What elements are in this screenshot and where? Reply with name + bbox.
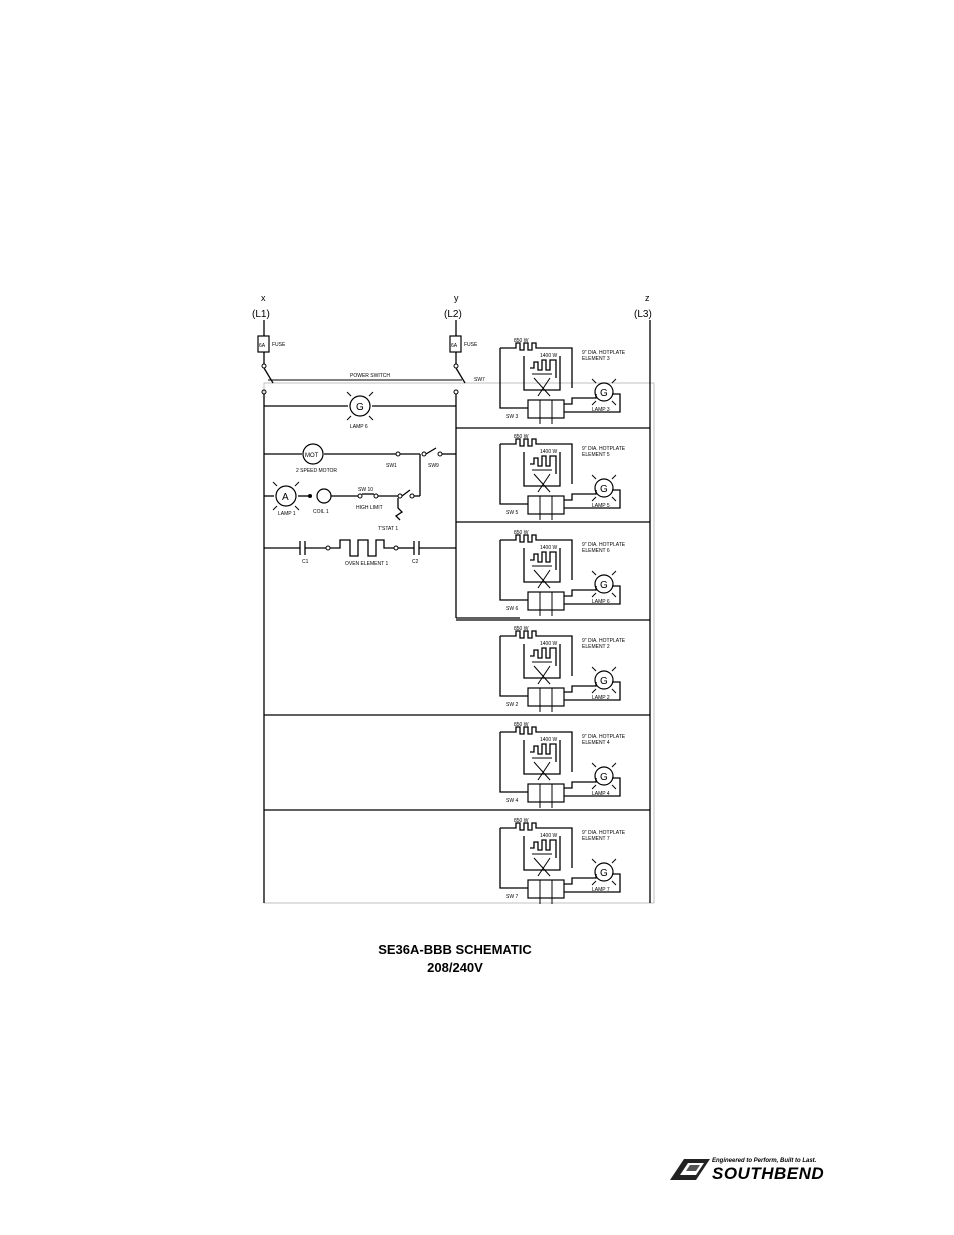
hotplate-lamp-label-5: LAMP 4 xyxy=(592,791,610,797)
hotplate-watts-a-4: 850 W xyxy=(514,626,529,632)
hotplate-switch-4 xyxy=(527,687,565,707)
c2-label: C2 xyxy=(412,559,419,565)
hotplate-lamp-label-4: LAMP 2 xyxy=(592,695,610,701)
line-y-letter: y xyxy=(454,293,459,303)
svg-text:G: G xyxy=(600,868,608,879)
hotplate-switch-label-3: SW 6 xyxy=(506,606,518,612)
hotplate-watts-b-3: 1400 W xyxy=(540,545,558,551)
hotplate-title-2: 9" DIA. HOTPLATE xyxy=(582,446,626,452)
motor-label: 2 SPEED MOTOR xyxy=(296,468,337,474)
svg-text:G: G xyxy=(600,580,608,591)
coil-1-symbol xyxy=(316,488,332,504)
hotplate-lamp-4-icon: G xyxy=(591,666,617,694)
hotplate-title-1: 9" DIA. HOTPLATE xyxy=(582,350,626,356)
hotplate-switch-label-2: SW 5 xyxy=(506,510,518,516)
fuse-l1-value: 6A xyxy=(259,343,266,349)
hotplate-lamp-label-1: LAMP 3 xyxy=(592,407,610,413)
hotplate-lamp-6-icon: G xyxy=(591,858,617,886)
svg-text:MOT: MOT xyxy=(305,453,319,459)
lamp-6-label: LAMP 6 xyxy=(350,424,368,430)
hotplate-watts-a-5: 850 W xyxy=(514,722,529,728)
hotplate-lamp-5-icon: G xyxy=(591,762,617,790)
hotplate-watts-b-5: 1400 W xyxy=(540,737,558,743)
hotplate-switch-label-5: SW 4 xyxy=(506,798,518,804)
hotplate-switch-3 xyxy=(527,591,565,611)
hotplate-element-3: ELEMENT 6 xyxy=(582,548,610,554)
southbend-logo-mark xyxy=(670,1159,710,1180)
hotplate-watts-b-6: 1400 W xyxy=(540,833,558,839)
hotplate-lamp-label-3: LAMP 6 xyxy=(592,599,610,605)
hotplate-element-2: ELEMENT 5 xyxy=(582,452,610,458)
high-limit-label: HIGH LIMIT xyxy=(356,505,383,511)
hotplate-title-3: 9" DIA. HOTPLATE xyxy=(582,542,626,548)
c1-label: C1 xyxy=(302,559,309,565)
line-y-name: (L2) xyxy=(444,309,462,320)
line-z-letter: z xyxy=(645,293,650,303)
hotplate-title-6: 9" DIA. HOTPLATE xyxy=(582,830,626,836)
hotplate-lamp-3-icon: G xyxy=(591,570,617,598)
hotplate-element-1: ELEMENT 3 xyxy=(582,356,610,362)
hotplate-watts-b-1: 1400 W xyxy=(540,353,558,359)
svg-text:G: G xyxy=(600,484,608,495)
motor-icon: MOT xyxy=(302,443,324,465)
lamp-6-indicator: G xyxy=(346,391,374,421)
hotplate-element-6: ELEMENT 7 xyxy=(582,836,610,842)
hotplate-switch-label-4: SW 2 xyxy=(506,702,518,708)
svg-text:A: A xyxy=(282,492,289,503)
fuse-l2-value: 6A xyxy=(451,343,458,349)
svg-text:G: G xyxy=(600,388,608,399)
logo-wordmark: SOUTHBEND xyxy=(712,1164,825,1183)
svg-text:G: G xyxy=(600,676,608,687)
hotplate-lamp-label-2: LAMP 5 xyxy=(592,503,610,509)
hotplate-watts-a-1: 850 W xyxy=(514,338,529,344)
power-switch-label: POWER SWITCH xyxy=(350,373,390,379)
schematic-voltage: 208/240V xyxy=(427,960,483,975)
hotplate-watts-a-2: 850 W xyxy=(514,434,529,440)
line-x-letter: x xyxy=(261,293,266,303)
hotplate-element-5: ELEMENT 4 xyxy=(582,740,610,746)
hotplate-switch-6 xyxy=(527,879,565,899)
oven-element-1 xyxy=(330,539,394,557)
hotplate-element-4: ELEMENT 2 xyxy=(582,644,610,650)
hotplate-watts-a-3: 850 W xyxy=(514,530,529,536)
hotplate-title-5: 9" DIA. HOTPLATE xyxy=(582,734,626,740)
fuse-l1-label: FUSE xyxy=(272,342,286,348)
hotplate-lamp-2-icon: G xyxy=(591,474,617,502)
sw1-label: SW1 xyxy=(386,463,397,469)
svg-text:G: G xyxy=(356,402,364,413)
svg-text:G: G xyxy=(600,772,608,783)
lamp-1-indicator: A xyxy=(272,481,300,511)
hotplate-switch-label-1: SW 3 xyxy=(506,414,518,420)
coil-1-label: COIL 1 xyxy=(313,509,329,515)
hotplate-title-4: 9" DIA. HOTPLATE xyxy=(582,638,626,644)
hotplate-switch-label-6: SW 7 xyxy=(506,894,518,900)
hotplate-watts-a-6: 850 W xyxy=(514,818,529,824)
hotplate-switch-2 xyxy=(527,495,565,515)
hotplate-watts-b-4: 1400 W xyxy=(540,641,558,647)
oven-element-label: OVEN ELEMENT 1 xyxy=(345,561,388,567)
hotplate-lamp-label-6: LAMP 7 xyxy=(592,887,610,893)
sw7-label: SW7 xyxy=(474,377,485,383)
tstat-label: T'STAT 1 xyxy=(378,526,398,532)
sw9-label: SW9 xyxy=(428,463,439,469)
line-x-name: (L1) xyxy=(252,309,270,320)
hotplate-lamp-1-icon: G xyxy=(591,378,617,406)
sw10-label: SW 10 xyxy=(358,487,373,493)
hotplate-switch-5 xyxy=(527,783,565,803)
line-z-name: (L3) xyxy=(634,309,652,320)
schematic-title: SE36A-BBB SCHEMATIC xyxy=(378,942,532,957)
hotplate-switch-1 xyxy=(527,399,565,419)
hotplate-watts-b-2: 1400 W xyxy=(540,449,558,455)
fuse-l2-label: FUSE xyxy=(464,342,478,348)
logo-tagline: Engineered to Perform, Built to Last. xyxy=(712,1158,817,1164)
lamp-1-label: LAMP 1 xyxy=(278,511,296,517)
